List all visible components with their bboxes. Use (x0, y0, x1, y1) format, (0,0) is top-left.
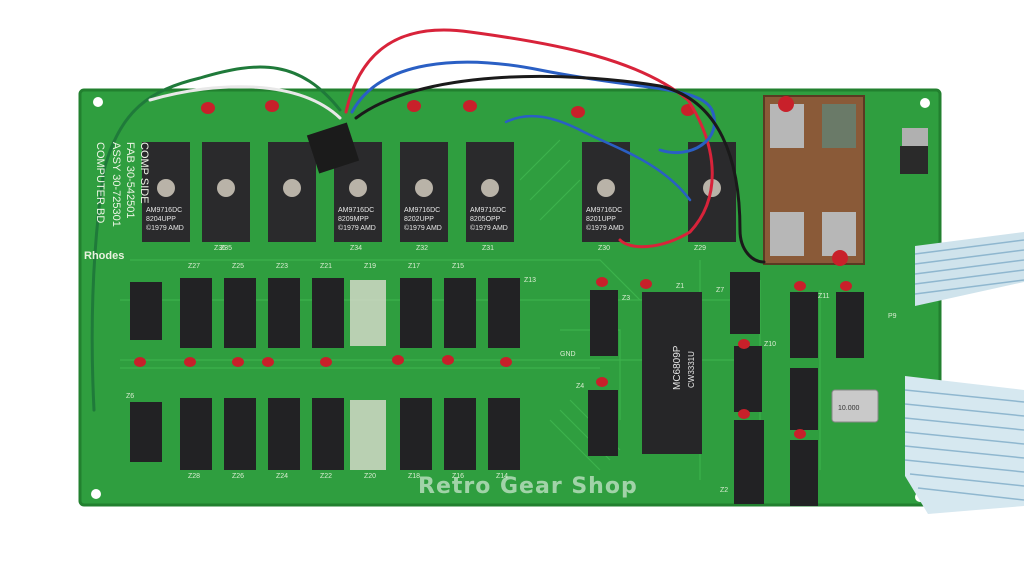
zone-label: Z13 (524, 277, 536, 284)
zone-label: Z1 (676, 283, 684, 290)
zone-label: Z35 (220, 245, 232, 252)
silkscreen-line: ASSY 30-725301 (110, 142, 122, 227)
wire-connector (306, 122, 360, 174)
zone-label: Z18 (408, 473, 420, 480)
zone-label: Z2 (720, 487, 728, 494)
silkscreen-line: FAB 30-542501 (124, 142, 136, 219)
zone-label: P9 (888, 313, 897, 320)
zone-label: Z21 (320, 263, 332, 270)
crystal-label: 10.000 (838, 405, 860, 412)
zone-label: Z6 (126, 393, 134, 400)
eprom-label: 8204UPP (146, 216, 176, 223)
logic-chips-right (588, 272, 864, 506)
eprom-chip (466, 142, 514, 242)
wires (90, 28, 766, 412)
gnd-label: GND (560, 351, 576, 358)
eprom-label: AM9716DC (338, 207, 374, 214)
ribbon-cable (904, 232, 1024, 514)
zone-label: Z32 (416, 245, 428, 252)
eprom-chip (202, 142, 250, 242)
eprom-label: ©1979 AMD (404, 224, 442, 232)
zone-label: Z19 (364, 263, 376, 270)
eprom-label: ©1979 AMD (338, 224, 376, 232)
zone-label: Z28 (188, 473, 200, 480)
voltage-regulator (900, 128, 928, 174)
eprom-chip (400, 142, 448, 242)
zone-label: Z34 (350, 245, 362, 252)
zone-label: Z27 (188, 263, 200, 270)
silkscreen-line: COMPUTER BD (94, 142, 106, 224)
zone-label: Z14 (496, 473, 508, 480)
zone-label: Z30 (598, 245, 610, 252)
zone-label: Z24 (276, 473, 288, 480)
cpu-chip (642, 292, 702, 454)
eprom-label: 8201UPP (586, 216, 616, 223)
zone-label: Z23 (276, 263, 288, 270)
zone-label: Z15 (452, 263, 464, 270)
zone-label: Z10 (764, 341, 776, 348)
cpu-label: MC6809P (672, 345, 683, 390)
eprom-label: AM9716DC (470, 207, 506, 214)
zone-label: Z7 (716, 287, 724, 294)
zone-label: Z3 (622, 295, 630, 302)
eprom-label: ©1979 AMD (470, 224, 508, 232)
zone-label: Z29 (694, 245, 706, 252)
zone-label: Z25 (232, 263, 244, 270)
zone-label: Z36 (214, 245, 226, 252)
watermark: Retro Gear Shop (418, 474, 638, 499)
zone-label: Z4 (576, 383, 584, 390)
brand-label: Rhodes (84, 250, 125, 262)
zone-label: Z22 (320, 473, 332, 480)
eprom-label: ©1979 AMD (586, 224, 624, 232)
resistor-packs (350, 280, 386, 470)
zone-label: Z16 (452, 473, 464, 480)
cpu-label: CW3331U (687, 351, 696, 388)
eprom-label: AM9716DC (404, 207, 440, 214)
zone-label: Z31 (482, 245, 494, 252)
crystal-oscillator (831, 389, 879, 423)
eprom-chip (142, 142, 190, 242)
eprom-label: ©1979 AMD (146, 224, 184, 232)
zone-label: Z17 (408, 263, 420, 270)
zone-label: Z11 (818, 293, 830, 300)
eprom-label: AM9716DC (146, 207, 182, 214)
eprom-label: 8205OPP (470, 216, 501, 223)
logic-chips-upper (130, 278, 520, 348)
battery-holder (763, 95, 865, 266)
silkscreen-line: COMP SIDE (138, 142, 150, 204)
eprom-label: 8209MPP (338, 216, 369, 223)
zone-label: Z20 (364, 473, 376, 480)
eprom-chip (582, 142, 630, 242)
eprom-label: 8202UPP (404, 216, 434, 223)
zone-label: Z26 (232, 473, 244, 480)
eprom-label: AM9716DC (586, 207, 622, 214)
eprom-chip (268, 142, 316, 242)
pcb-traces (120, 139, 821, 490)
logic-chips-lower (130, 398, 520, 470)
